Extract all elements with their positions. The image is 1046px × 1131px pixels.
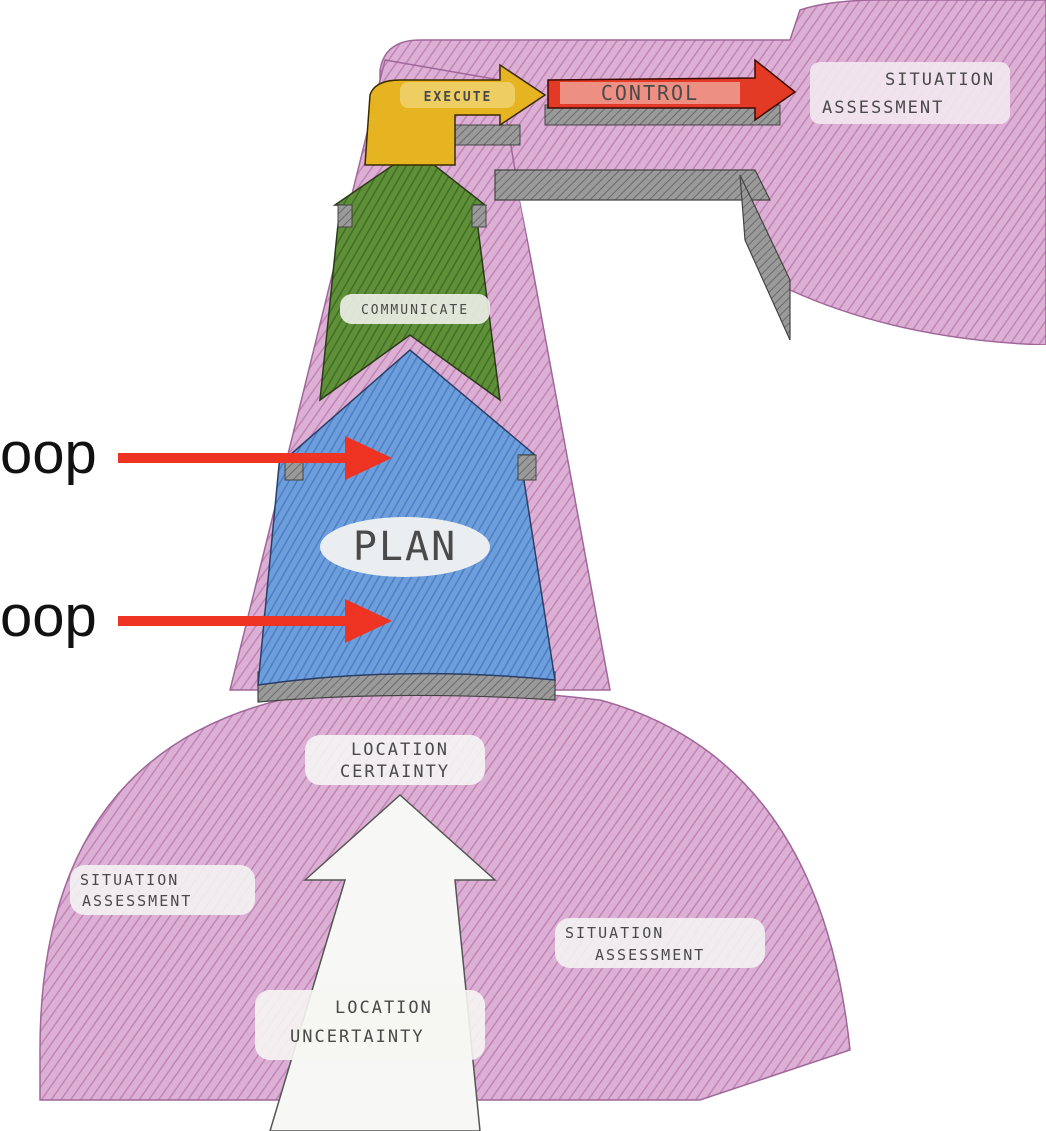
plan-label: PLAN [353,524,457,570]
situation-right-line2: ASSESSMENT [595,946,705,964]
location-certainty-line1: LOCATION [351,740,449,760]
location-uncertainty-line2: UNCERTAINTY [290,1027,425,1047]
lower-callout-label: oop [0,588,97,646]
control-label: CONTROL [601,81,699,105]
execute-label: EXECUTE [424,90,493,105]
situation-top-line1: SITUATION [885,70,995,90]
communicate-label: COMMUNICATE [361,303,469,318]
upper-callout-label: oop [0,425,97,483]
situation-left-line1: SITUATION [80,871,179,889]
location-uncertainty-line1: LOCATION [335,998,433,1018]
upper-callout-arrow [118,436,392,480]
location-certainty-line2: CERTAINTY [340,762,450,782]
situation-left-line2: ASSESSMENT [82,892,192,910]
situation-right-line1: SITUATION [565,924,664,942]
situation-top-line2: ASSESSMENT [822,98,944,118]
